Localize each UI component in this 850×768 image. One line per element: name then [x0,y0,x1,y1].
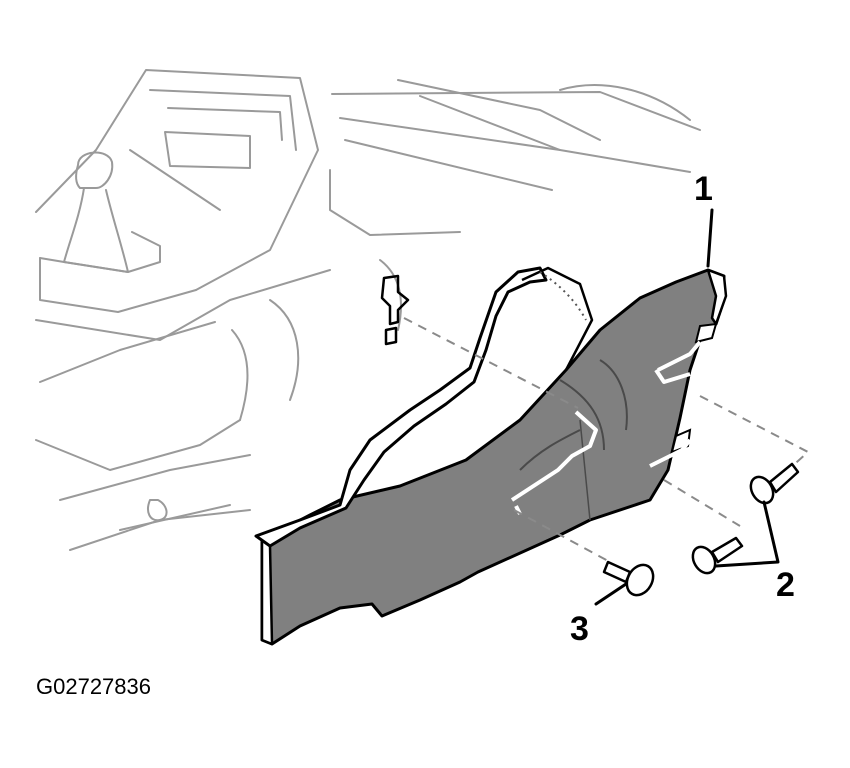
callout-2: 2 [776,566,795,604]
fastener-single [602,560,655,597]
fastener-pair [691,462,800,575]
assembly-guide-lines [403,317,810,563]
figure-id: G02727836 [36,674,151,699]
leader-lines [594,208,780,606]
callout-1: 1 [694,170,713,208]
callout-3: 3 [570,610,589,648]
vehicle-interior-background [35,69,701,551]
trim-panel [254,266,728,646]
